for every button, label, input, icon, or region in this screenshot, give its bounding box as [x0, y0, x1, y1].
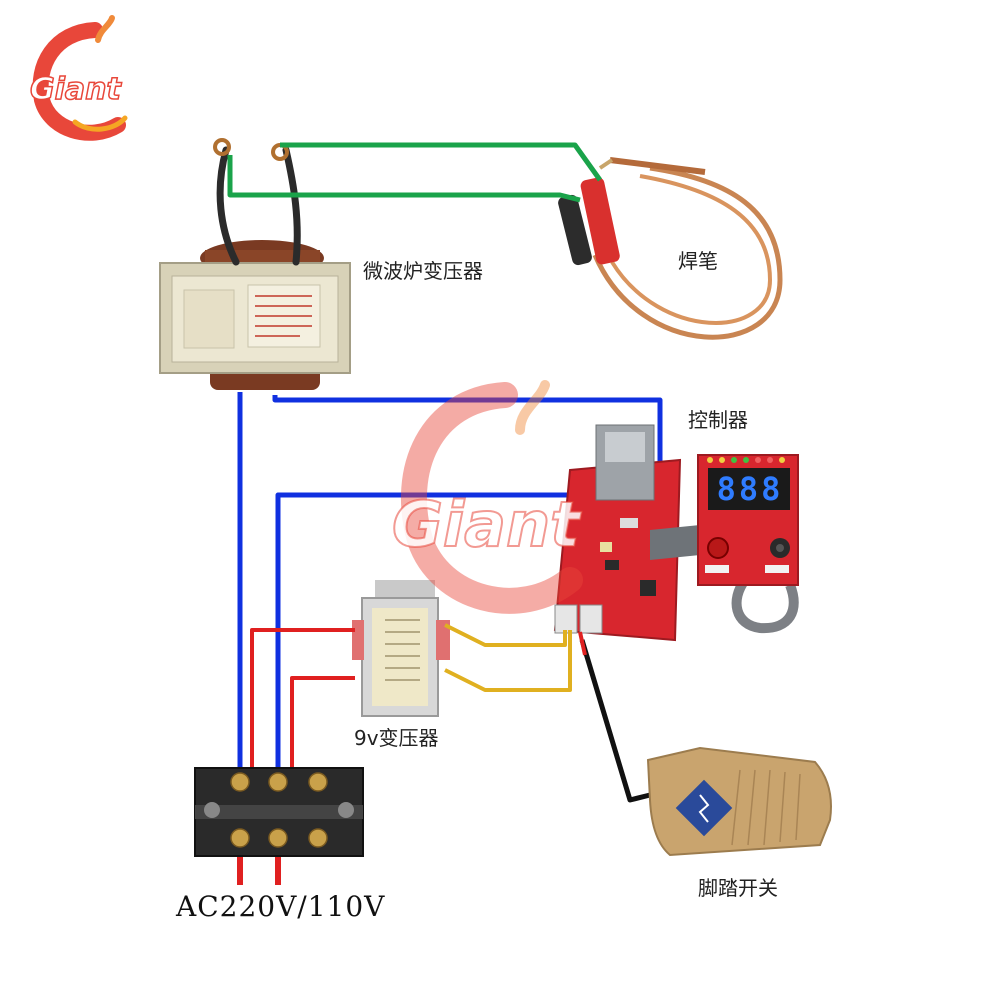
blue-wires — [237, 392, 663, 790]
brand-logo-mark — [32, 15, 128, 141]
controller-board — [553, 424, 799, 642]
green-wires — [227, 142, 603, 203]
controller-display-module — [697, 454, 799, 586]
watermark-logo — [400, 380, 583, 614]
transformer-9v — [352, 580, 450, 717]
controller-digit-display: 888 — [716, 470, 784, 508]
red-wires — [237, 628, 355, 885]
label-controller: 控制器 — [688, 408, 748, 432]
label-9v-transformer: 9v变压器 — [354, 726, 439, 750]
welding-pen — [558, 157, 783, 340]
label-power-input: AC220V/110V — [176, 890, 386, 923]
label-welding-pen: 焊笔 — [678, 249, 718, 273]
foot-switch — [578, 631, 832, 857]
label-microwave-transformer: 微波炉变压器 — [363, 259, 483, 283]
terminal-block — [194, 767, 364, 857]
label-foot-switch: 脚踏开关 — [698, 876, 778, 900]
yellow-wires — [444, 623, 572, 692]
brand-logo-text: Giant — [29, 71, 121, 108]
microwave-transformer — [159, 138, 351, 390]
watermark-text: Giant — [391, 487, 581, 562]
